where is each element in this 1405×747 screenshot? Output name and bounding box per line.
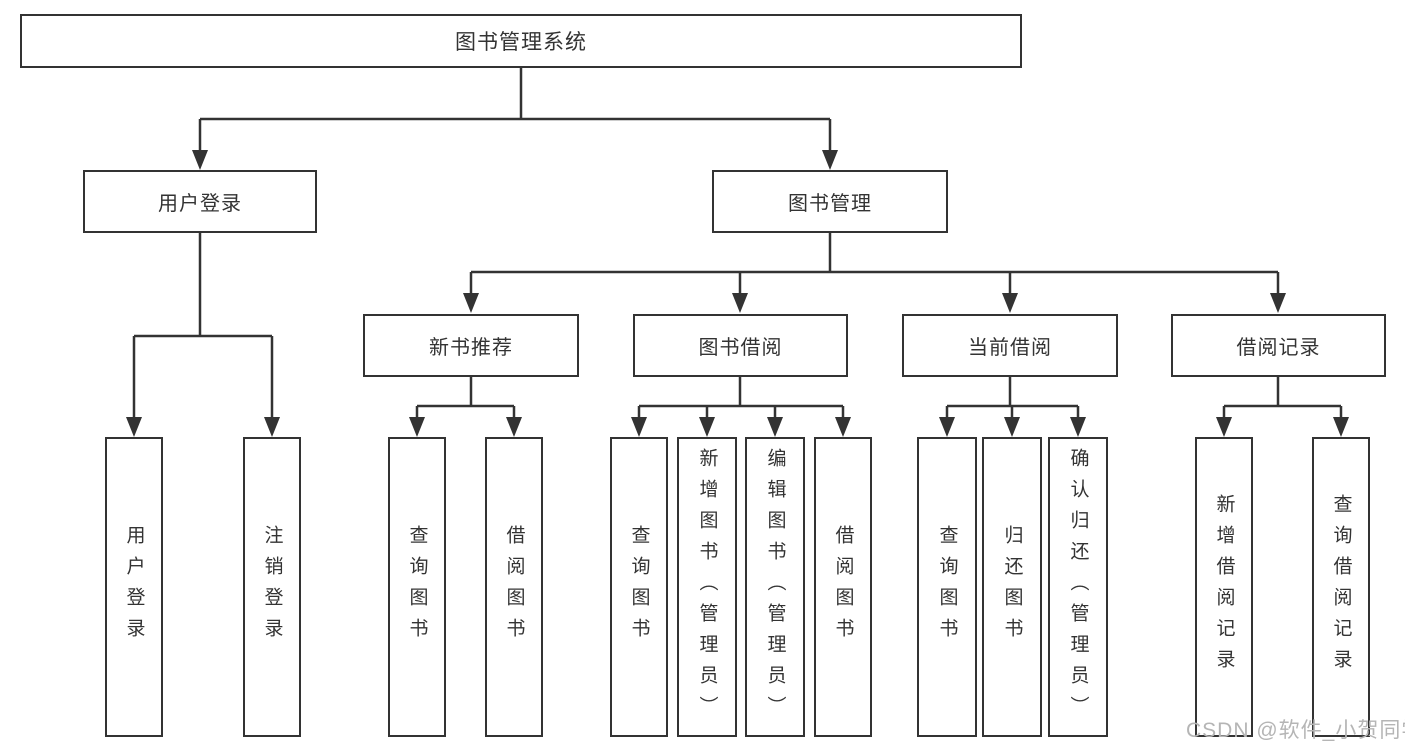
node-current-borrow-label: 当前借阅 — [968, 337, 1052, 359]
leaf-current-return-books-label: 归还图书 — [1001, 525, 1023, 649]
leaf-user-login: 用户登录 — [105, 437, 163, 737]
leaf-recommend-query-books-label: 查询图书 — [406, 525, 428, 649]
leaf-logout: 注销登录 — [243, 437, 301, 737]
leaf-borrow-borrow-books-label: 借阅图书 — [832, 525, 854, 649]
leaf-records-query-record-label: 查询借阅记录 — [1330, 494, 1352, 680]
node-current-borrow: 当前借阅 — [902, 314, 1118, 377]
node-book-borrow: 图书借阅 — [633, 314, 848, 377]
node-borrow-records: 借阅记录 — [1171, 314, 1386, 377]
leaf-records-add-record: 新增借阅记录 — [1195, 437, 1253, 737]
leaf-current-query-books-label: 查询图书 — [936, 525, 958, 649]
node-new-book-recommend: 新书推荐 — [363, 314, 579, 377]
node-book-management-label: 图书管理 — [788, 193, 872, 215]
leaf-current-confirm-return-admin: 确认归还（管理员） — [1048, 437, 1108, 737]
watermark: CSDN @软件_小贺同学 — [1186, 719, 1405, 742]
node-user-login: 用户登录 — [83, 170, 317, 233]
leaf-borrow-edit-books-admin: 编辑图书（管理员） — [745, 437, 805, 737]
leaf-current-confirm-return-admin-label: 确认归还（管理员） — [1067, 447, 1089, 727]
leaf-borrow-add-books-admin: 新增图书（管理员） — [677, 437, 737, 737]
leaf-user-login-label: 用户登录 — [123, 525, 145, 649]
node-root-label: 图书管理系统 — [455, 31, 587, 54]
node-book-borrow-label: 图书借阅 — [698, 337, 783, 359]
node-book-management: 图书管理 — [712, 170, 948, 233]
leaf-recommend-borrow-books-label: 借阅图书 — [503, 525, 525, 649]
leaf-recommend-borrow-books: 借阅图书 — [485, 437, 543, 737]
leaf-logout-label: 注销登录 — [261, 525, 283, 649]
leaf-records-query-record: 查询借阅记录 — [1312, 437, 1370, 737]
node-root: 图书管理系统 — [20, 14, 1022, 68]
leaf-current-query-books: 查询图书 — [917, 437, 977, 737]
connector-strokes — [132, 68, 1343, 420]
leaf-borrow-query-books: 查询图书 — [610, 437, 668, 737]
node-user-login-label: 用户登录 — [158, 193, 242, 215]
leaf-borrow-edit-books-admin-label: 编辑图书（管理员） — [764, 447, 786, 727]
leaf-borrow-query-books-label: 查询图书 — [628, 525, 650, 649]
node-new-book-recommend-label: 新书推荐 — [429, 337, 513, 359]
leaf-current-return-books: 归还图书 — [982, 437, 1042, 737]
leaf-borrow-add-books-admin-label: 新增图书（管理员） — [696, 447, 718, 727]
node-borrow-records-label: 借阅记录 — [1236, 337, 1321, 359]
leaf-borrow-borrow-books: 借阅图书 — [814, 437, 872, 737]
arrowheads — [126, 150, 1349, 437]
leaf-recommend-query-books: 查询图书 — [388, 437, 446, 737]
leaf-records-add-record-label: 新增借阅记录 — [1213, 494, 1235, 680]
